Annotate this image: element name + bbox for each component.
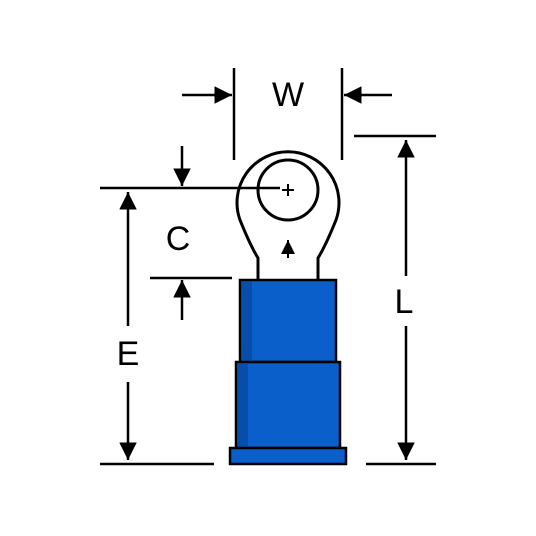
- stud-hole: [256, 158, 320, 222]
- ring-outline: [235, 150, 341, 280]
- sleeve-flange: [228, 446, 348, 466]
- hole-center-mark: [282, 184, 294, 196]
- sleeve-lower: [234, 360, 342, 450]
- w-label: W: [272, 76, 304, 114]
- sleeve-upper: [238, 278, 338, 364]
- l-dimension: [354, 134, 436, 466]
- insulation-sleeve: [228, 278, 348, 466]
- w-dimension: [182, 68, 392, 160]
- ring-terminal-body: [235, 150, 341, 280]
- sleeve-shading: [238, 282, 252, 446]
- e-dimension: [100, 192, 214, 466]
- c-dimension: [100, 146, 280, 320]
- e-label: E: [117, 335, 140, 373]
- l-label: L: [395, 283, 414, 321]
- c-label: C: [166, 220, 191, 258]
